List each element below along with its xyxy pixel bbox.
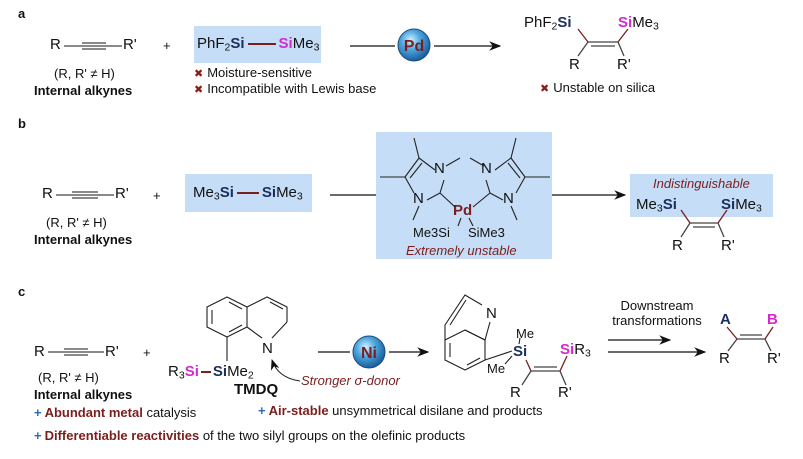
product-a-r: R	[569, 56, 580, 73]
product-c-me-top: Me	[516, 326, 535, 341]
cross-icon: ✖	[540, 83, 550, 95]
alkyne-b-condition: (R, R' ≠ H)	[46, 215, 107, 230]
complex-n3: N	[481, 160, 492, 177]
alkyne-c-rp: R'	[105, 343, 119, 360]
ni-catalyst-ball: Ni	[352, 335, 386, 369]
product-b-right: SiMe3	[721, 196, 762, 215]
alkyne-c-r: R	[34, 343, 45, 360]
alkyne-b-rp: R'	[115, 185, 129, 202]
product-a-right: SiMe3	[618, 14, 659, 33]
product-b-left: Me3Si	[636, 196, 677, 215]
complex-left-silyl: Me3Si	[413, 225, 450, 240]
advantage-1: +Abundant metal catalysis	[34, 405, 197, 420]
product-b-rp: R'	[721, 237, 735, 254]
product-a-alkene	[577, 28, 629, 57]
alkyne-a-condition: (R, R' ≠ H)	[54, 66, 115, 81]
pd-catalyst-ball: Pd	[397, 28, 431, 62]
product-c-r: R	[510, 384, 521, 401]
alkyne-a-bond	[64, 42, 122, 50]
tmdq-n: N	[262, 340, 273, 357]
complex-metal: Pd	[453, 202, 473, 219]
complex-note: Extremely unstable	[406, 243, 517, 258]
product-a-note: ✖Unstable on silica	[540, 80, 656, 95]
complex-n2: N	[413, 190, 424, 207]
plus-icon: +	[34, 405, 42, 420]
product-a-left: PhF2Si	[524, 14, 572, 33]
product-c-si: Si	[513, 343, 528, 360]
product-b-title: Indistinguishable	[653, 176, 750, 191]
advantage-2: +Air-stable unsymmetrical disilane and p…	[258, 403, 543, 418]
cross-icon: ✖	[194, 84, 204, 96]
drawback-2: ✖Incompatible with Lewis base	[194, 81, 377, 96]
product-c-n: N	[486, 305, 497, 322]
panel-c-label: c	[18, 284, 26, 299]
final-alkene	[726, 326, 774, 352]
catalyst-c-label: Ni	[361, 345, 377, 362]
donor-note: Stronger σ-donor	[301, 373, 400, 388]
complex-box	[376, 132, 552, 259]
product-c-rp: R'	[558, 384, 572, 401]
product-a-rp: R'	[617, 56, 631, 73]
alkyne-c-condition: (R, R' ≠ H)	[38, 370, 99, 385]
alkyne-c-name: Internal alkynes	[34, 387, 133, 402]
final-r: R	[719, 350, 730, 367]
plus-icon: +	[34, 428, 42, 443]
final-a: A	[720, 311, 731, 328]
product-c-alkene	[521, 355, 568, 386]
plus-a: +	[163, 38, 171, 53]
donor-curved-arrow	[270, 358, 301, 382]
plus-c: +	[143, 345, 151, 360]
alkyne-a-r: R	[50, 36, 61, 53]
cross-icon: ✖	[194, 68, 204, 80]
advantage-3: +Differentiable reactivities of the two …	[34, 428, 466, 443]
panel-b-label: b	[18, 116, 26, 131]
alkyne-a-name: Internal alkynes	[34, 83, 133, 98]
product-b-alkene	[680, 209, 728, 238]
alkyne-c-bond	[48, 348, 104, 356]
nhc-pd-complex	[380, 137, 550, 227]
drawback-1: ✖Moisture-sensitive	[194, 65, 312, 80]
alkyne-b-bond	[56, 191, 114, 199]
tmdq-quinoline	[206, 296, 288, 361]
product-b-r: R	[672, 237, 683, 254]
panel-a-label: a	[18, 6, 26, 21]
product-c-me-bottom: Me	[487, 361, 506, 376]
downstream-label-1: Downstream	[620, 298, 694, 313]
downstream-label-2: transformations	[612, 313, 702, 328]
final-b: B	[767, 311, 778, 328]
catalyst-a-label: Pd	[404, 38, 424, 55]
final-rp: R'	[767, 350, 781, 367]
complex-right-silyl: SiMe3	[468, 225, 505, 240]
tmdq-name: TMDQ	[234, 381, 279, 398]
alkyne-b-r: R	[42, 185, 53, 202]
product-b-box	[630, 174, 773, 217]
product-c-quinoline	[444, 294, 521, 371]
product-c-sir3: SiR3	[560, 341, 591, 360]
plus-b: +	[153, 188, 161, 203]
complex-n1: N	[434, 160, 445, 177]
alkyne-a-rp: R'	[123, 36, 137, 53]
alkyne-b-name: Internal alkynes	[34, 232, 133, 247]
complex-n4: N	[503, 190, 514, 207]
plus-icon: +	[258, 403, 266, 418]
